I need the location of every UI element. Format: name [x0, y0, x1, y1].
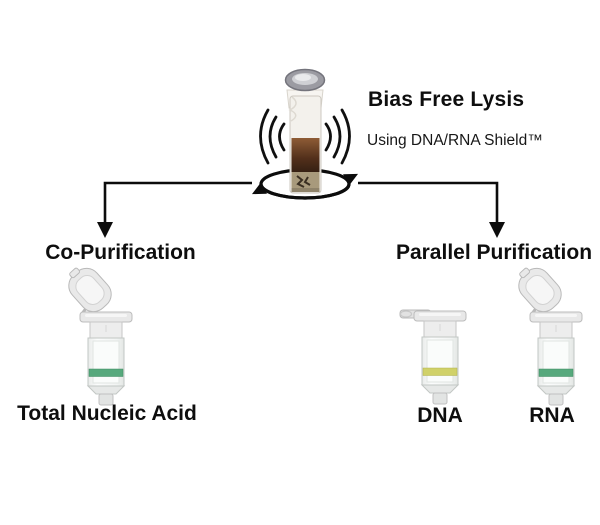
- tna-column-band: [88, 368, 124, 377]
- vortex-rotation-arrow-front: [251, 173, 359, 200]
- dna-column-band: [422, 367, 458, 376]
- parallel-purification-heading: Parallel Purification: [395, 241, 593, 264]
- total-nucleic-acid-label: Total Nucleic Acid: [17, 402, 197, 425]
- vibration-waves-icon: [259, 108, 351, 165]
- sample-tube-icon: [284, 68, 326, 194]
- spin-column-dna-icon: [399, 309, 467, 405]
- co-purification-heading: Co-Purification: [45, 241, 196, 264]
- lysis-subheading: Using DNA/RNA Shield™: [367, 132, 543, 149]
- rna-column-band: [538, 368, 574, 377]
- dna-label: DNA: [417, 404, 463, 427]
- spin-column-total-nucleic-acid-icon: [58, 258, 133, 406]
- right-branch-arrow: [358, 181, 505, 238]
- rna-label: RNA: [529, 404, 575, 427]
- left-branch-arrow: [97, 181, 252, 238]
- lysis-heading: Bias Free Lysis: [368, 88, 525, 111]
- spin-column-rna-icon: [508, 258, 583, 406]
